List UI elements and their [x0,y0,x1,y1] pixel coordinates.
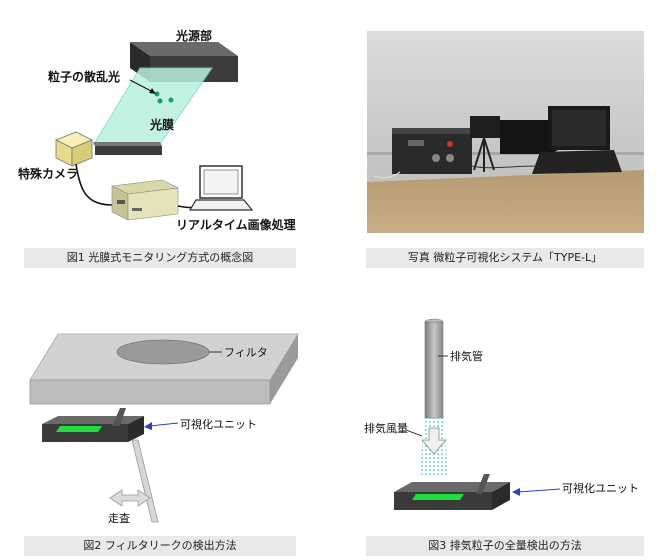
panel-photo-type-l: 写真 微粒子可視化システム「TYPE-L」 [360,0,657,270]
photo-caption: 写真 微粒子可視化システム「TYPE-L」 [366,248,644,268]
filter-element [116,339,210,365]
particle-dot [168,97,174,103]
visualization-unit-label: 可視化ユニット [562,482,639,495]
light-film-label: 光膜 [150,118,175,132]
flow-arrow [421,427,447,455]
particle-dot [157,98,163,104]
filter-leak-diagram [29,333,299,523]
panel-filter-leak: フィルタ 可視化ユニット 走査 図2 フィルタリークの検出方法 [0,280,320,560]
exhaust-detection-diagram [394,318,561,510]
laptop [188,165,254,211]
light-film-diagram [55,42,254,221]
panel-light-film-concept: 光源部 粒子の散乱光 光膜 特殊カメラ リアルタイム画像処理 図1 光膜式モニタ… [0,0,320,270]
photo-controller [392,128,472,174]
panel-exhaust-detection: 排気管 排気風量 可視化ユニット 図3 排気粒子の全量検出の方法 [360,280,657,560]
special-camera-label: 特殊カメラ [18,167,79,181]
figure2-caption: 図2 フィルタリークの検出方法 [24,536,296,556]
exhaust-pipe-label: 排気管 [450,350,483,363]
scan-rod [131,439,159,523]
scattered-light-label: 粒子の散乱光 [48,70,121,84]
figure3-caption: 図3 排気粒子の全量検出の方法 [366,536,644,556]
figure1-caption: 図1 光膜式モニタリング方式の概念図 [24,248,296,268]
light-source-label: 光源部 [176,29,213,43]
realtime-processing-label: リアルタイム画像処理 [176,218,296,232]
exhaust-air-label: 排気風量 [364,422,408,435]
controller-box [110,179,180,221]
base-plate [93,142,162,155]
particle-dot [154,91,160,97]
scan-arrow [109,489,151,507]
exhaust-pipe [424,318,444,419]
system-photo [367,31,644,233]
visualization-unit-label: 可視化ユニット [180,418,257,431]
visualization-unit [394,474,510,510]
filter-label: フィルタ [224,346,268,359]
visualization-unit [42,408,144,442]
camera-cube [55,131,93,167]
photo-laptop [532,106,622,174]
scan-label: 走査 [108,512,130,525]
